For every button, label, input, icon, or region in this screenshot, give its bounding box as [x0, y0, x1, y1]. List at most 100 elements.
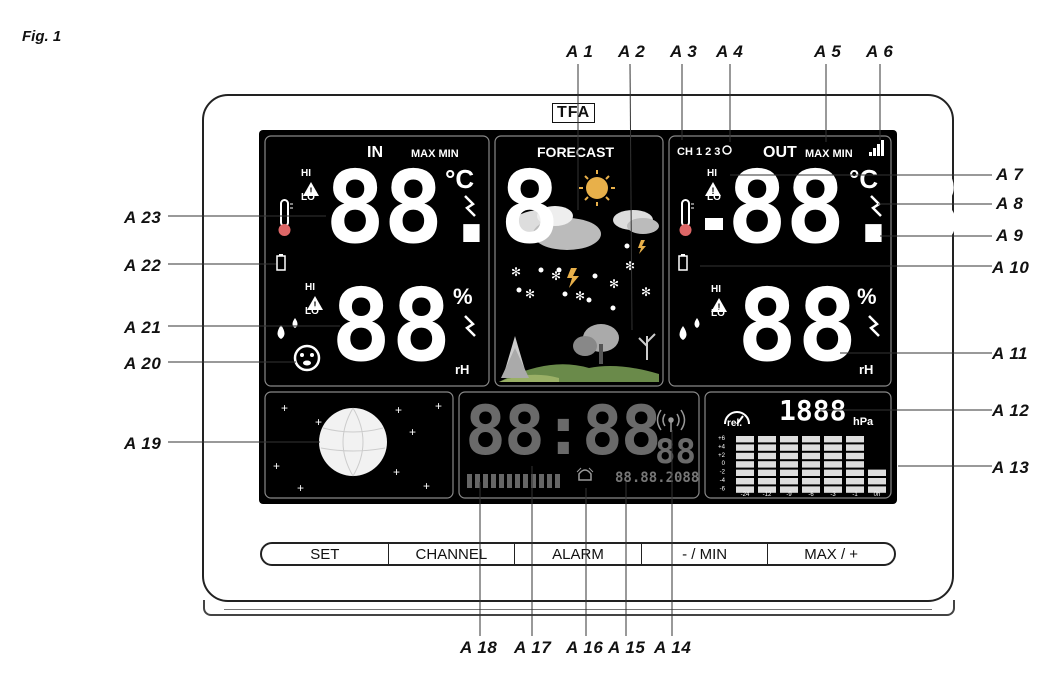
- callout-a2: A 2: [618, 42, 646, 61]
- svg-text:!: !: [314, 300, 317, 310]
- pressure-panel: [704, 391, 892, 499]
- pressure-bar-segment: [824, 486, 842, 493]
- indoor-lo-label: LO: [301, 192, 315, 203]
- callout-a6: A 6: [866, 42, 894, 61]
- pressure-bar-segment: [758, 436, 776, 443]
- indoor-humidity: 88: [331, 267, 452, 384]
- callout-a3: A 3: [670, 42, 698, 61]
- pressure-bar-segment: [736, 452, 754, 460]
- svg-text:+: +: [409, 425, 416, 439]
- pressure-bar-segment: [824, 461, 842, 468]
- forecast-label: FORECAST: [537, 144, 614, 160]
- pressure-bar-segment: [824, 478, 842, 485]
- pressure-bar-segment: [846, 478, 864, 485]
- pressure-y-tick: -6: [720, 486, 726, 492]
- callout-a5: A 5: [814, 42, 842, 61]
- svg-text:✻: ✻: [525, 287, 535, 301]
- svg-text:✻: ✻: [625, 259, 635, 273]
- indoor-battery-icon: [276, 254, 286, 271]
- outdoor-lo-label: LO: [707, 192, 721, 203]
- svg-text:+: +: [435, 399, 442, 413]
- radio-signal-icon: [656, 409, 686, 432]
- outdoor-water-drop-icon: [679, 318, 700, 340]
- pressure-y-tick: 0: [722, 461, 726, 467]
- pressure-y-tick: +4: [718, 444, 726, 450]
- indoor-panel: [264, 135, 490, 387]
- brand-logo: TFA: [552, 103, 596, 123]
- channel-indicator: CH 1 2 3: [677, 146, 721, 158]
- outdoor-max-min-label: MAX MIN: [805, 148, 853, 160]
- comfort-smiley-icon: [293, 344, 321, 372]
- pressure-bar-segment: [736, 436, 754, 443]
- indoor-hi-label: HI: [301, 168, 311, 179]
- max-plus-button[interactable]: MAX / +: [804, 545, 859, 563]
- svg-text:+: +: [393, 465, 400, 479]
- pressure-x-tick: -6: [808, 492, 814, 498]
- outdoor-rh-unit: rH: [859, 362, 874, 377]
- pressure-x-tick: -9: [786, 492, 792, 498]
- svg-text:!: !: [310, 186, 313, 196]
- indoor-humidity-warning-icon: !: [307, 296, 323, 310]
- outdoor-battery-icon: [678, 254, 688, 271]
- pressure-bar-segment: [780, 444, 798, 451]
- minus-min-button[interactable]: - / MIN: [642, 544, 769, 564]
- callout-a7: A 7: [996, 165, 1024, 184]
- indoor-warning-icon: !: [303, 182, 319, 196]
- pressure-bar-segment: [780, 436, 798, 443]
- pressure-bar-segment: [824, 469, 842, 476]
- outdoor-humidity-warning-icon: !: [711, 298, 727, 312]
- indoor-rh-unit: rH: [455, 362, 470, 377]
- set-button[interactable]: SET: [262, 544, 389, 564]
- callout-a15: A 15: [608, 638, 646, 657]
- pressure-bar-segment: [846, 461, 864, 468]
- relative-pressure-label: rel.: [727, 418, 743, 429]
- pressure-bar-segment: [802, 436, 820, 443]
- channel-button[interactable]: CHANNEL: [389, 544, 516, 564]
- pressure-bar-segment: [758, 461, 776, 468]
- callout-a21: A 21: [124, 318, 162, 337]
- date-display: 88.88.2088: [615, 470, 700, 486]
- pressure-bar-segment: [824, 452, 842, 460]
- signal-strength-icon: [869, 140, 884, 156]
- pressure-bar-segment: [758, 452, 776, 460]
- callout-a4: A 4: [716, 42, 744, 61]
- outdoor-humidity-lo-label: LO: [711, 308, 725, 319]
- figure-label: Fig. 1: [22, 28, 62, 45]
- pressure-bar-segment: [846, 486, 864, 493]
- callout-a18: A 18: [460, 638, 498, 657]
- alarm-button[interactable]: ALARM: [515, 544, 642, 564]
- pressure-x-tick: -12: [763, 492, 772, 498]
- outdoor-humidity-hi-label: HI: [711, 284, 721, 295]
- outdoor-temperature: 88.8: [727, 149, 962, 266]
- pressure-y-tick: -4: [720, 478, 726, 484]
- barometer-gauge-icon: [724, 411, 750, 425]
- pressure-bar-segment: [868, 478, 886, 485]
- seconds-bar-graph: [467, 474, 560, 488]
- moon-panel: [264, 391, 454, 499]
- pressure-bar-graph: [736, 436, 886, 493]
- svg-text:+: +: [297, 481, 304, 495]
- pressure-bar-segment: [802, 469, 820, 476]
- pressure-y-tick: -2: [720, 470, 726, 476]
- indoor-trend-arrow-icon: [464, 195, 476, 337]
- svg-text:✻: ✻: [551, 269, 561, 283]
- svg-text:✻: ✻: [609, 277, 619, 291]
- callout-a17: A 17: [514, 638, 552, 657]
- outdoor-thermometer-icon: [679, 199, 694, 236]
- pressure-bar-segment: [846, 469, 864, 476]
- pressure-bar-segment: [758, 469, 776, 476]
- lcd-graphics: ! !: [264, 135, 892, 499]
- callout-a9: A 9: [996, 226, 1024, 245]
- pressure-bar-segment: [780, 486, 798, 493]
- indoor-temp-unit: °C: [445, 164, 475, 194]
- pressure-bar-segment: [736, 461, 754, 468]
- callout-a23: A 23: [124, 208, 162, 227]
- alarm-icon: [576, 467, 594, 481]
- pressure-bar-segment: [736, 469, 754, 476]
- pressure-bar-segment: [758, 444, 776, 451]
- callout-a8: A 8: [996, 194, 1024, 213]
- pressure-bar-segment: [802, 444, 820, 451]
- callout-a10: A 10: [992, 258, 1030, 277]
- pressure-bar-segment: [824, 436, 842, 443]
